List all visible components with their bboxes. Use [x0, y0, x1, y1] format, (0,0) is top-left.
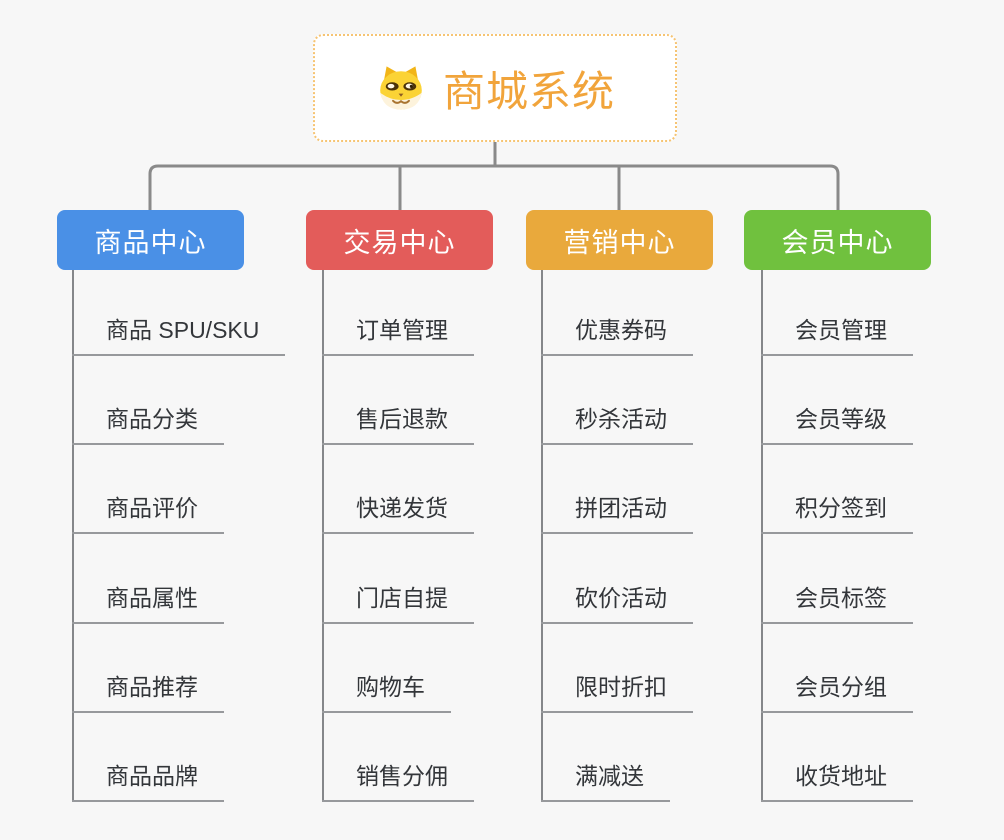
leaf-topic[interactable]: 快递发货 — [322, 488, 474, 534]
leaf-topic[interactable]: 收货地址 — [761, 756, 913, 802]
leaf-topic[interactable]: 限时折扣 — [541, 667, 693, 713]
branch-node-marketing-center[interactable]: 营销中心 — [526, 210, 713, 270]
leaf-topic[interactable]: 积分签到 — [761, 488, 913, 534]
leaf-topic[interactable]: 满减送 — [541, 756, 670, 802]
leaf-topic[interactable]: 购物车 — [322, 667, 451, 713]
leaf-topic[interactable]: 会员管理 — [761, 310, 913, 356]
branch-column-member: 会员管理 会员等级 积分签到 会员标签 会员分组 收货地址 — [761, 270, 1001, 802]
leaf-topic[interactable]: 优惠券码 — [541, 310, 693, 356]
leaf-topic[interactable]: 会员标签 — [761, 578, 913, 624]
branch-node-trade-center[interactable]: 交易中心 — [306, 210, 493, 270]
leaf-topic[interactable]: 商品推荐 — [72, 667, 224, 713]
leaf-topic[interactable]: 订单管理 — [322, 310, 474, 356]
branch-column-marketing: 优惠券码 秒杀活动 拼团活动 砍价活动 限时折扣 满减送 — [541, 270, 781, 802]
leaf-topic[interactable]: 商品属性 — [72, 578, 224, 624]
branch-column-product: 商品 SPU/SKU 商品分类 商品评价 商品属性 商品推荐 商品品牌 — [72, 270, 312, 802]
branch-node-member-center[interactable]: 会员中心 — [744, 210, 931, 270]
bus-line — [148, 164, 840, 210]
shiba-dog-icon — [380, 66, 422, 110]
leaf-topic[interactable]: 售后退款 — [322, 399, 474, 445]
leaf-topic[interactable]: 砍价活动 — [541, 578, 693, 624]
branch-column-trade: 订单管理 售后退款 快递发货 门店自提 购物车 销售分佣 — [322, 270, 562, 802]
leaf-topic[interactable]: 商品 SPU/SKU — [72, 310, 286, 356]
leaf-topic[interactable]: 商品品牌 — [72, 756, 224, 802]
leaf-topic[interactable]: 商品分类 — [72, 399, 224, 445]
root-title: 商城系统 — [442, 67, 615, 115]
leaf-topic[interactable]: 拼团活动 — [541, 488, 693, 534]
root-node[interactable]: 商城系统 — [313, 34, 677, 142]
branch-node-product-center[interactable]: 商品中心 — [57, 210, 244, 270]
leaf-topic[interactable]: 门店自提 — [322, 578, 474, 624]
leaf-topic[interactable]: 秒杀活动 — [541, 399, 693, 445]
leaf-topic[interactable]: 会员等级 — [761, 399, 913, 445]
leaf-topic[interactable]: 商品评价 — [72, 488, 224, 534]
leaf-topic[interactable]: 会员分组 — [761, 667, 913, 713]
leaf-topic[interactable]: 销售分佣 — [322, 756, 474, 802]
